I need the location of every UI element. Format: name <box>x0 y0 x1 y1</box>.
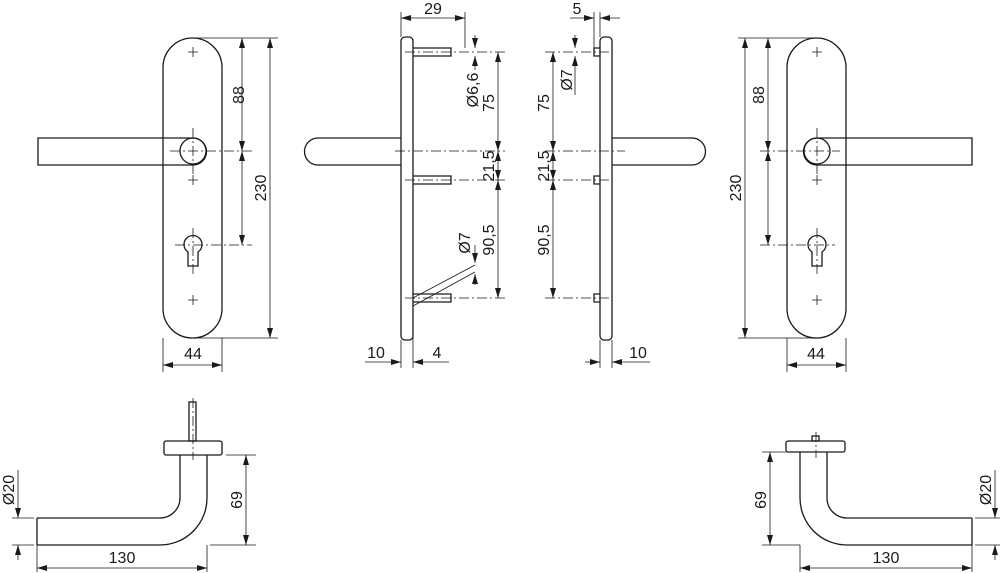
backplate <box>786 37 847 339</box>
dim-21-5: 21,5 <box>536 150 553 181</box>
keyhole-icon <box>183 234 203 267</box>
backplate <box>162 37 223 339</box>
dim-90-5: 90,5 <box>481 224 498 255</box>
dim-88: 88 <box>231 86 248 104</box>
lever <box>37 137 208 166</box>
dim-4: 4 <box>433 345 442 362</box>
front-view-left: 88 230 44 <box>37 37 278 372</box>
spindle <box>811 435 820 442</box>
dim-44: 44 <box>807 346 825 363</box>
spindle <box>188 401 197 442</box>
lever-profile-left: 69 Ø20 130 <box>1 398 256 572</box>
dim-21-5: 21,5 <box>481 150 498 181</box>
lever-side <box>303 137 401 166</box>
lever-profile-right: 69 Ø20 130 <box>753 432 1000 572</box>
front-view-right: 88 230 44 <box>728 37 973 372</box>
screw-marks <box>812 47 822 305</box>
dim-diameter-20: Ø20 <box>1 475 18 505</box>
lever-tube <box>799 452 973 546</box>
rose <box>785 440 846 453</box>
dim-130: 130 <box>109 550 136 567</box>
dim-88: 88 <box>751 86 768 104</box>
lever-tube <box>36 455 208 546</box>
dim-diameter-20: Ø20 <box>978 475 995 505</box>
backplate-side <box>599 36 613 341</box>
dim-10: 10 <box>367 345 385 362</box>
dim-29: 29 <box>424 1 442 18</box>
pins <box>413 47 452 303</box>
dim-10: 10 <box>629 345 647 362</box>
side-view-right: 5 Ø7 75 21,5 90,5 10 <box>536 1 707 368</box>
side-view-left: 29 Ø6,6 Ø7 75 21,5 90,5 10 4 <box>303 1 505 368</box>
dim-pin-diameter: Ø6,6 <box>465 73 482 108</box>
backplate-side <box>400 36 414 341</box>
lever <box>802 137 973 166</box>
dim-75: 75 <box>481 94 498 112</box>
dim-90-5: 90,5 <box>536 224 553 255</box>
dim-pin-diameter: Ø7 <box>559 69 576 90</box>
dim-5: 5 <box>573 1 582 18</box>
dim-44: 44 <box>184 346 202 363</box>
keyhole-icon <box>807 234 827 267</box>
screw-marks <box>188 47 198 305</box>
lever-side <box>612 137 707 166</box>
dim-69: 69 <box>229 491 246 509</box>
dim-130: 130 <box>873 550 900 567</box>
dim-hole-diameter: Ø7 <box>457 232 474 253</box>
pins <box>593 47 600 303</box>
dim-230: 230 <box>253 175 270 202</box>
dim-230: 230 <box>728 175 745 202</box>
dim-75: 75 <box>536 94 553 112</box>
dim-69: 69 <box>753 491 770 509</box>
